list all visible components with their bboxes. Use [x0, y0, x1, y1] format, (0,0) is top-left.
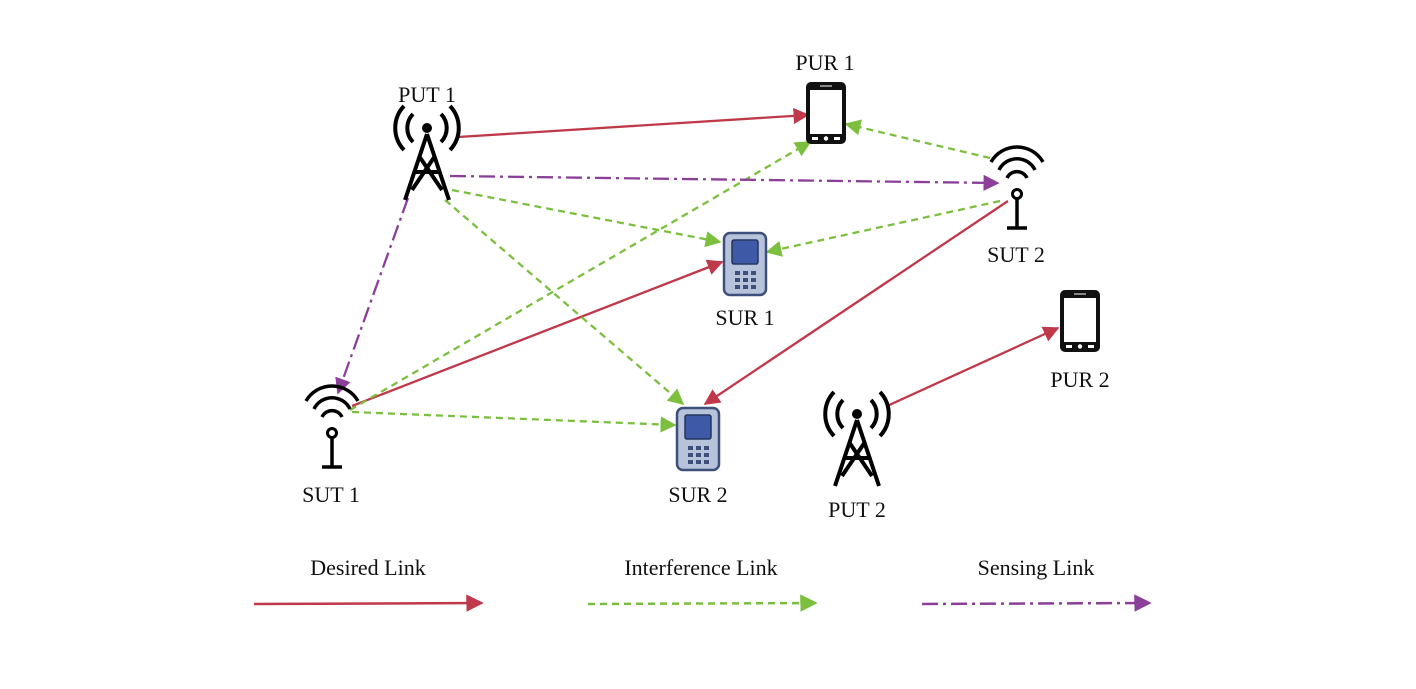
smartphone-icon — [806, 82, 846, 144]
links-layer — [335, 107, 1060, 433]
node-label-pur1: PUR 1 — [795, 50, 854, 75]
legend-line-desired — [253, 594, 484, 612]
node-put1: PUT 1 — [393, 82, 461, 202]
legend-item-sensing: Sensing Link — [921, 555, 1152, 612]
link-desired-put1-to-pur1 — [457, 107, 810, 139]
link-interference-put1-to-sur1 — [451, 188, 722, 248]
node-label-put1: PUT 1 — [398, 82, 456, 107]
legend-line-sensing — [921, 594, 1152, 612]
legend-item-interference: Interference Link — [587, 555, 818, 612]
node-label-pur2: PUR 2 — [1050, 367, 1109, 392]
link-interference-put1-to-sur2 — [444, 199, 685, 406]
link-desired-put2-to-pur2 — [886, 326, 1060, 408]
link-interference-sut2-to-pur1 — [844, 119, 991, 160]
feature-phone-icon — [722, 231, 768, 297]
link-interference-sut1-to-sur2 — [351, 410, 677, 433]
node-sut2: SUT 2 — [987, 145, 1045, 267]
node-label-sut1: SUT 1 — [302, 482, 360, 507]
cell-tower-icon — [823, 390, 891, 488]
legend-label-sensing: Sensing Link — [978, 555, 1095, 580]
node-sur1: SUR 1 — [715, 231, 775, 330]
feature-phone-icon — [675, 406, 721, 472]
node-label-sur2: SUR 2 — [668, 482, 727, 507]
node-label-put2: PUT 2 — [828, 497, 886, 522]
node-sut1: SUT 1 — [302, 384, 360, 507]
wifi-antenna-icon — [304, 384, 360, 469]
link-sensing-put1-to-sut2 — [449, 174, 1000, 191]
wifi-antenna-icon — [989, 145, 1045, 230]
node-put2: PUT 2 — [823, 390, 891, 522]
legend-line-interference — [587, 594, 818, 612]
node-label-sut2: SUT 2 — [987, 242, 1045, 267]
smartphone-icon — [1060, 290, 1100, 352]
link-interference-sut1-to-pur1 — [349, 141, 812, 411]
legend: Desired Link Interference Link Sensing L… — [253, 555, 1152, 612]
node-label-sur1: SUR 1 — [715, 305, 774, 330]
link-interference-sut2-to-sur1 — [765, 199, 1001, 257]
node-pur1: PUR 1 — [795, 50, 855, 144]
node-pur2: PUR 2 — [1050, 290, 1110, 392]
link-desired-sut1-to-sur1 — [351, 259, 724, 408]
cell-tower-icon — [393, 104, 461, 202]
legend-label-interference: Interference Link — [624, 555, 777, 580]
legend-label-desired: Desired Link — [310, 555, 425, 580]
node-sur2: SUR 2 — [668, 406, 728, 507]
legend-item-desired: Desired Link — [253, 555, 484, 612]
link-sensing-put1-to-sut1 — [335, 197, 410, 395]
link-desired-sut2-to-sur2 — [703, 200, 1009, 405]
